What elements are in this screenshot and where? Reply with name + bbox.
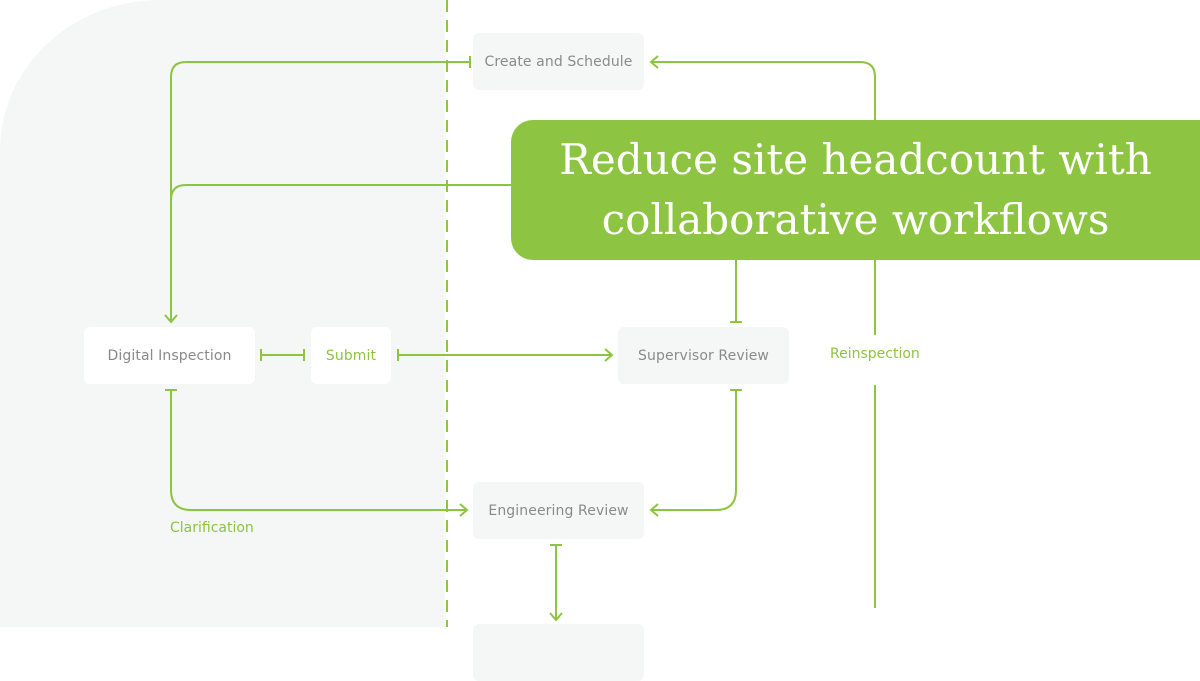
connector-create-to-inspection [170,61,470,321]
label-reinspection: Reinspection [830,346,920,362]
label-clarification: Clarification [170,520,254,536]
node-label: Create and Schedule [484,53,633,70]
headline-line-1: Reduce site headcount with [559,135,1152,184]
workflow-connectors [164,0,876,627]
headline-line-2: collaborative workflows [601,195,1110,244]
arrow-head [649,55,659,69]
node-label: Submit [325,347,377,364]
connector-reinspection [651,61,876,335]
node-supervisor-review[interactable]: Supervisor Review [618,327,789,384]
node-label: Digital Inspection [107,347,232,364]
connector-supervisor-to-engineering [651,390,737,511]
node-label: Engineering Review [488,502,629,519]
node-create-and-schedule[interactable]: Create and Schedule [473,33,644,90]
connector-banner-to-inspection [170,184,515,201]
node-next-partial [473,624,644,681]
node-submit[interactable]: Submit [311,327,391,384]
arrow-head [549,612,563,622]
node-label: Supervisor Review [638,347,769,364]
arrow-head [604,348,614,362]
connector-clarification [170,390,466,511]
left-lane-panel [0,0,445,627]
node-engineering-review[interactable]: Engineering Review [473,482,644,539]
headline-banner: Reduce site headcount with collaborative… [511,120,1200,260]
arrow-head [164,314,178,324]
arrow-head [649,503,659,517]
arrow-head [459,503,469,517]
node-digital-inspection[interactable]: Digital Inspection [84,327,255,384]
